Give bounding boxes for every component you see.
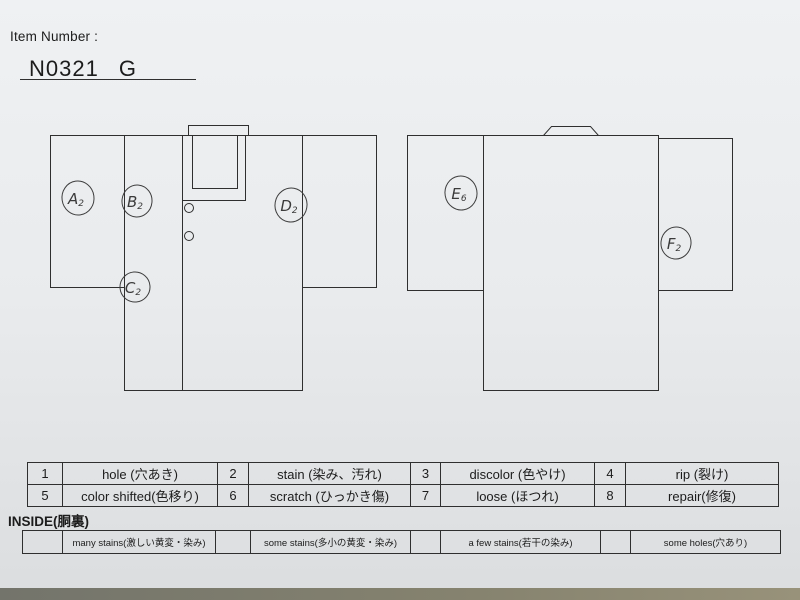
item-number-value: N0321 G (29, 56, 137, 82)
damage-legend-table: 1 hole (穴あき) 2 stain (染み、汚れ) 3 discolor … (27, 462, 779, 507)
legend-label: loose (ほつれ) (440, 484, 595, 507)
legend-code: 5 (27, 484, 63, 507)
inside-check-cell (22, 530, 63, 554)
inside-option-label: some holes(穴あり) (630, 530, 781, 554)
front-button (184, 231, 194, 241)
damage-mark-d: D2 (274, 187, 308, 223)
legend-code: 6 (217, 484, 249, 507)
mark-letter: D (280, 197, 292, 215)
mark-letter: C (125, 279, 136, 297)
inside-option-label: some stains(多小の黄変・染み) (250, 530, 411, 554)
legend-code: 4 (594, 462, 626, 485)
legend-code: 8 (594, 484, 626, 507)
mark-label: B2 (127, 193, 143, 212)
legend-label: stain (染み、汚れ) (248, 462, 411, 485)
legend-row: 1 hole (穴あき) 2 stain (染み、汚れ) 3 discolor … (27, 462, 779, 485)
damage-mark-e: E6 (444, 175, 478, 211)
mark-count: 2 (135, 288, 141, 298)
legend-label: scratch (ひっかき傷) (248, 484, 411, 507)
legend-code: 2 (217, 462, 249, 485)
damage-mark-c: C2 (119, 271, 151, 303)
item-number-underline (20, 79, 196, 80)
legend-row: 5 color shifted(色移り) 6 scratch (ひっかき傷) 7… (27, 484, 779, 507)
legend-code: 7 (410, 484, 441, 507)
legend-label: hole (穴あき) (62, 462, 218, 485)
inside-check-cell (215, 530, 251, 554)
legend-label: rip (裂け) (625, 462, 779, 485)
item-grade: G (118, 56, 137, 81)
mark-circle (121, 184, 153, 218)
damage-mark-f: F2 (660, 226, 692, 260)
mark-label: E6 (451, 185, 466, 204)
inside-lining-table: many stains(激しい黄変・染み) some stains(多小の黄変・… (22, 530, 781, 554)
front-right-sleeve (302, 135, 377, 288)
inside-check-cell (410, 530, 441, 554)
front-damage-marks: A2 B2 C2 D2 (61, 180, 308, 303)
mark-circle (61, 180, 95, 216)
front-button (184, 203, 194, 213)
legend-code: 3 (410, 462, 441, 485)
mark-letter: A (67, 190, 78, 208)
front-collar-inner (192, 135, 238, 189)
mark-label: D2 (280, 197, 298, 216)
mark-circle (444, 175, 478, 211)
mark-label: A2 (67, 190, 84, 209)
mark-circle (119, 271, 151, 303)
back-collar-tab (542, 126, 600, 136)
back-right-sleeve (658, 138, 733, 291)
front-collar-tab (188, 125, 249, 136)
damage-mark-b: B2 (121, 184, 153, 218)
legend-label: repair(修復) (625, 484, 779, 507)
back-left-sleeve (407, 135, 484, 291)
background-surface (0, 588, 800, 600)
mark-count: 2 (292, 206, 298, 216)
inside-option-label: many stains(激しい黄変・染み) (62, 530, 216, 554)
front-collar-band (182, 135, 246, 201)
item-number-label: Item Number : (10, 29, 99, 44)
mark-circle (660, 226, 692, 260)
legend-code: 1 (27, 462, 63, 485)
front-body (124, 135, 303, 391)
inside-row: many stains(激しい黄変・染み) some stains(多小の黄変・… (22, 530, 781, 554)
mark-count: 2 (137, 202, 143, 212)
inside-check-cell (600, 530, 631, 554)
back-body (483, 135, 659, 391)
mark-letter: B (127, 193, 137, 211)
item-code: N0321 (29, 56, 99, 81)
mark-count: 2 (675, 244, 681, 254)
inside-option-label: a few stains(若干の染み) (440, 530, 601, 554)
mark-count: 2 (78, 199, 84, 209)
mark-label: F2 (667, 235, 682, 254)
front-view-diagram (50, 125, 377, 391)
damage-mark-a: A2 (61, 180, 95, 216)
back-view-diagram (407, 126, 733, 391)
mark-label: C2 (125, 279, 141, 298)
inside-title: INSIDE(胴裏) (8, 514, 89, 529)
legend-label: discolor (色やけ) (440, 462, 595, 485)
mark-count: 6 (461, 194, 467, 204)
mark-letter: F (667, 235, 676, 253)
mark-circle (274, 187, 308, 223)
mark-letter: E (451, 185, 461, 203)
back-damage-marks: E6 F2 (444, 175, 692, 260)
legend-label: color shifted(色移り) (62, 484, 218, 507)
